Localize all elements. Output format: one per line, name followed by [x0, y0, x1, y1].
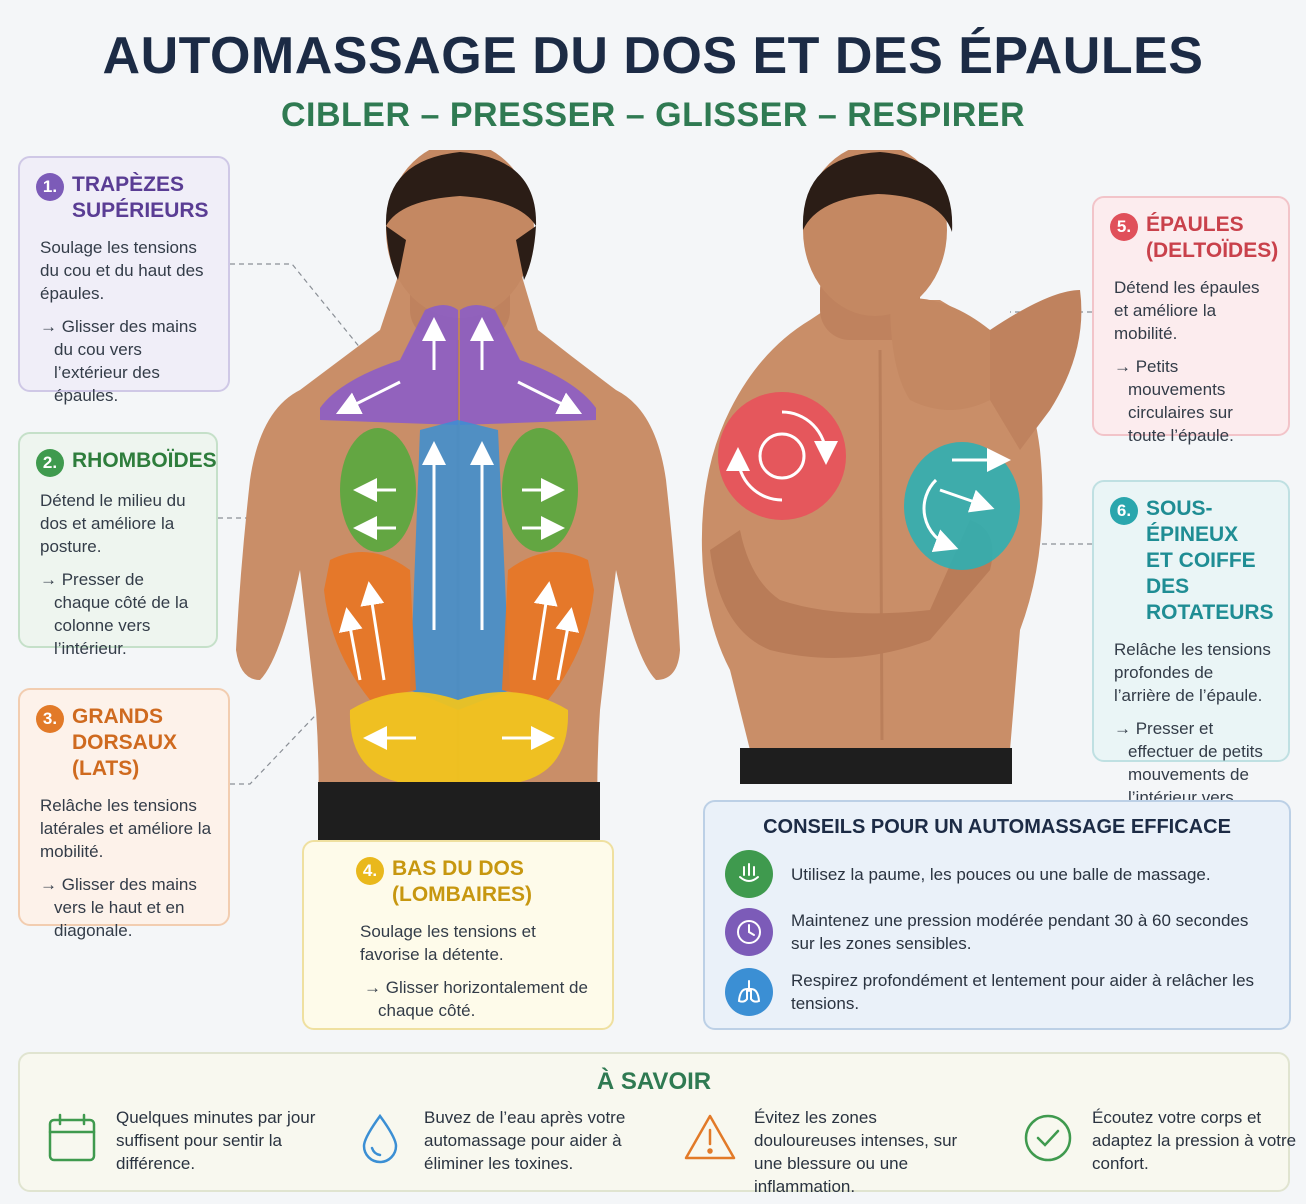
tip-item: Maintenez une pression modérée pendant 3…: [725, 908, 1275, 956]
zone-title: TRAPÈZES: [72, 173, 185, 196]
savoir-item: Écoutez votre corps et adaptez la pressi…: [1020, 1106, 1306, 1175]
check-circle-icon: [1024, 1114, 1072, 1162]
zone-title-line2: ET COIFFE DES ROTATEURS: [1146, 549, 1274, 624]
zone-description: Détend le milieu du dos et améliore la p…: [40, 491, 186, 556]
back-arm: [710, 520, 993, 658]
zone-number-badge: 2.: [36, 449, 64, 477]
tip-item: Utilisez la paume, les pouces ou une bal…: [725, 850, 1275, 898]
zone-instruction: → Glisser des mains du cou vers l’extéri…: [40, 317, 197, 405]
zone-number-badge: 5.: [1110, 213, 1138, 241]
zone-number-badge: 6.: [1110, 497, 1138, 525]
hair-shape-2: [802, 152, 953, 232]
savoir-text: Écoutez votre corps et adaptez la pressi…: [1092, 1108, 1297, 1173]
zone-description: Détend les épaules et améliore la mobili…: [1114, 278, 1260, 343]
zone-title: RHOMBOÏDES: [72, 449, 217, 472]
zone-description: Relâche les tensions latérales et amélio…: [40, 796, 212, 861]
savoir-text: Quelques minutes par jour suffisent pour…: [116, 1108, 316, 1173]
zone-instruction: → Glisser des mains vers le haut et en d…: [40, 875, 197, 940]
lungs-icon: [725, 968, 773, 1016]
zone-card-deltoids: 5. ÉPAULES (DELTOÏDES) Détend les épaules…: [1092, 196, 1290, 445]
page-subtitle: CIBLER – PRESSER – GLISSER – RESPIRER: [280, 96, 1026, 134]
zone-title-line2: SUPÉRIEURS: [72, 199, 209, 222]
zone-title: GRANDS DORSAUX: [72, 705, 178, 754]
zone-description: Soulage les tensions du cou et du haut d…: [40, 238, 204, 303]
zone-lat-right: [502, 552, 594, 700]
zone-title-line2: (LATS): [72, 757, 140, 780]
back-view-figure: [236, 150, 680, 840]
zone-title: SOUS-ÉPINEUX: [1146, 497, 1239, 546]
warning-icon: [684, 1114, 736, 1160]
page-title: AUTOMASSAGE DU DOS ET DES ÉPAULES: [102, 27, 1204, 85]
tips-panel: CONSEILS POUR UN AUTOMASSAGE EFFICACE Ut…: [703, 800, 1291, 1030]
tip-text: Maintenez une pression modérée pendant 3…: [791, 911, 1249, 953]
palm-icon: [725, 850, 773, 898]
zone-instruction: → Petits mouvements circulaires sur tout…: [1114, 357, 1234, 445]
zone-instruction: → Glisser horizontalement de chaque côté…: [364, 978, 588, 1020]
savoir-panel: À SAVOIR Quelques minutes par jour suffi…: [18, 1052, 1296, 1196]
calendar-icon: [48, 1113, 96, 1162]
zone-description: Relâche les tensions profondes de l’arri…: [1114, 640, 1271, 705]
zone-number-badge: 1.: [36, 173, 64, 201]
savoir-item: Évitez les zones douloureuses intenses, …: [682, 1106, 974, 1198]
zone-title: ÉPAULES: [1146, 213, 1244, 236]
tip-item: Respirez profondément et lentement pour …: [725, 968, 1275, 1016]
zone-lat-left: [324, 552, 416, 700]
zone-title-line2: (LOMBAIRES): [392, 883, 532, 906]
zone-description: Soulage les tensions et favorise la déte…: [360, 922, 536, 964]
savoir-text: Évitez les zones douloureuses intenses, …: [754, 1108, 958, 1196]
zone-title: BAS DU DOS: [392, 857, 524, 880]
zone-lower-back: [349, 692, 569, 782]
savoir-item: Buvez de l’eau après votre automassage p…: [352, 1106, 644, 1175]
zone-card-trapezius: 1. TRAPÈZES SUPÉRIEURS Soulage les tensio…: [18, 156, 230, 405]
shorts-shape: [318, 782, 600, 840]
zone-number-badge: 3.: [36, 705, 64, 733]
tip-text: Respirez profondément et lentement pour …: [791, 971, 1255, 1013]
zone-card-lats: 3. GRANDS DORSAUX (LATS) Relâche les tens…: [18, 688, 230, 940]
clock-icon: [725, 908, 773, 956]
zone-trapezius: [320, 305, 596, 425]
zone-number-badge: 4.: [356, 857, 384, 885]
tips-title: CONSEILS POUR UN AUTOMASSAGE EFFICACE: [763, 816, 1231, 838]
water-drop-icon: [362, 1113, 398, 1164]
tip-text: Utilisez la paume, les pouces ou une bal…: [791, 864, 1211, 884]
hair-shape: [385, 152, 537, 226]
savoir-text: Buvez de l’eau après votre automassage p…: [424, 1108, 626, 1173]
savoir-item: Quelques minutes par jour suffisent pour…: [44, 1106, 336, 1175]
savoir-title: À SAVOIR: [596, 1068, 712, 1095]
raised-arm: [990, 290, 1082, 450]
zone-card-rhomboids: 2. RHOMBOÏDES Détend le milieu du dos et…: [18, 432, 218, 658]
zone-card-lower-back: 4. BAS DU DOS (LOMBAIRES) Soulage les ten…: [302, 840, 614, 1030]
zone-title-line2: (DELTOÏDES): [1146, 239, 1279, 262]
shoulder-view-figure: [701, 150, 1082, 784]
shorts-shape-2: [740, 748, 1012, 784]
hand-on-shoulder: [890, 298, 990, 410]
zone-spine: [410, 420, 510, 710]
zone-instruction: → Presser de chaque côté de la colonne v…: [40, 570, 189, 658]
